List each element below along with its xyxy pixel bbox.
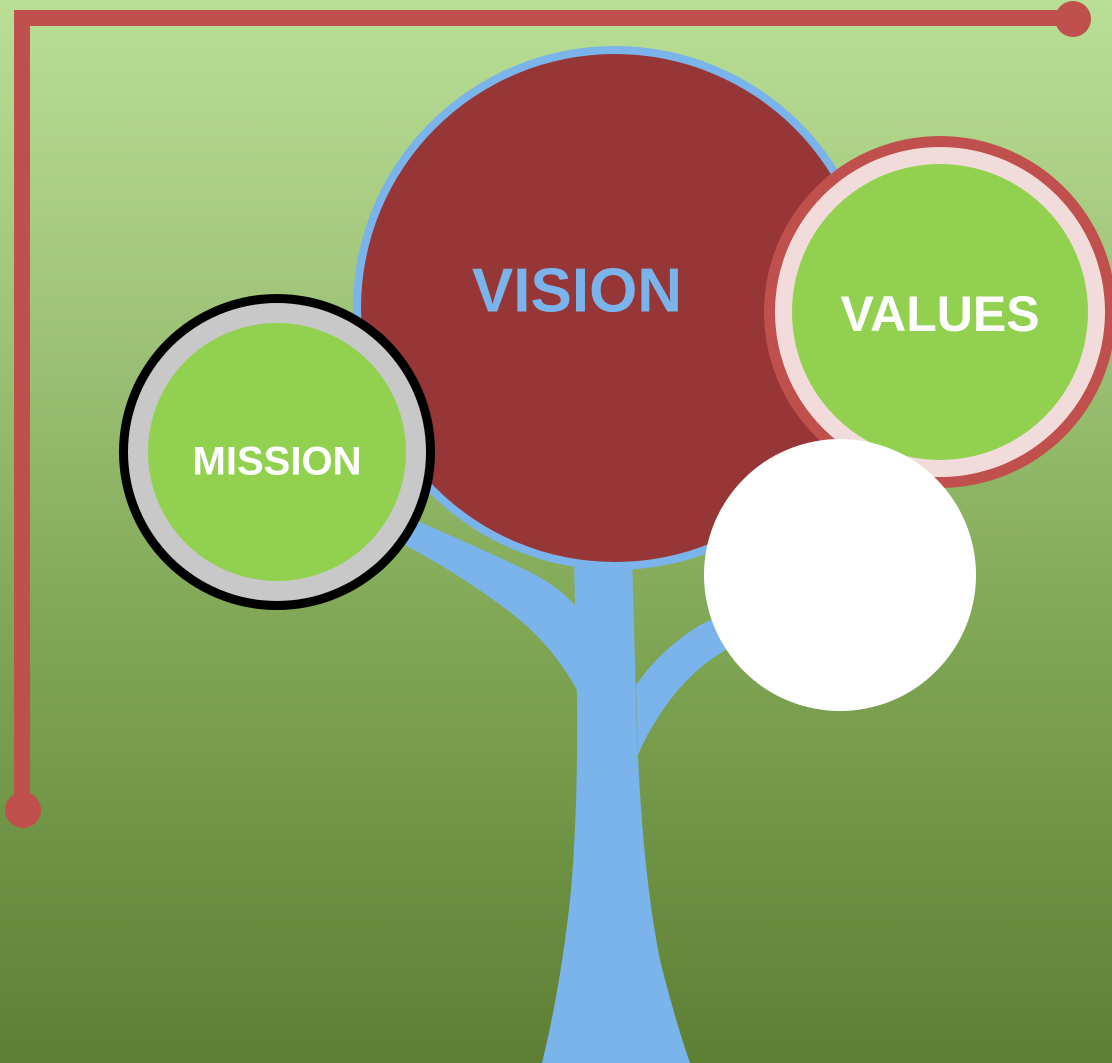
connector-end-dot-bottom bbox=[5, 792, 41, 828]
mission-node bbox=[119, 294, 435, 610]
blank-node bbox=[704, 439, 976, 711]
connector-bracket bbox=[5, 1, 1091, 828]
mission-circle-fill bbox=[148, 323, 406, 581]
values-circle-fill bbox=[792, 164, 1088, 460]
vision-circle-fill bbox=[361, 54, 869, 562]
values-node bbox=[764, 136, 1112, 488]
vision-node bbox=[353, 46, 877, 570]
trunk-main bbox=[542, 555, 690, 1063]
connector-end-dot-top bbox=[1055, 1, 1091, 37]
vision-label: VISION bbox=[471, 256, 683, 326]
tree-trunk bbox=[405, 520, 745, 1063]
branch-right bbox=[636, 610, 745, 755]
branch-left bbox=[405, 520, 580, 690]
values-label: VALUES bbox=[840, 286, 1040, 342]
mission-label: MISSION bbox=[192, 439, 362, 484]
